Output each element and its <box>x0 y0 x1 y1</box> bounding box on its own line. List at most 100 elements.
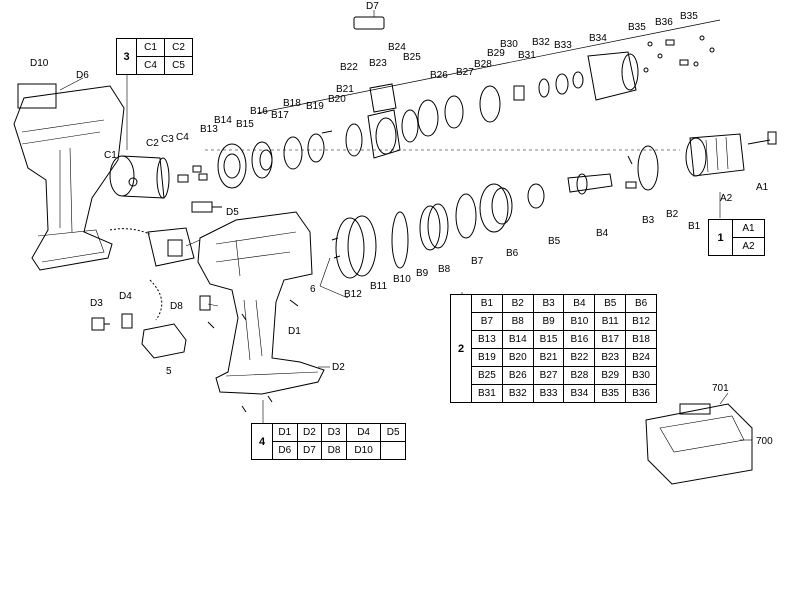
kit-cell: C5 <box>164 56 193 75</box>
part-b22 <box>369 83 397 113</box>
label-b21: B21 <box>336 84 354 95</box>
label-b8: B8 <box>438 264 451 275</box>
kit-cell: B5 <box>594 294 627 313</box>
label-b10: B10 <box>393 274 411 285</box>
part-c3 <box>192 165 202 173</box>
part-b10 <box>391 211 409 269</box>
part-b21-gear-housing <box>367 109 401 159</box>
part-b17 <box>283 136 303 170</box>
label-d6: D6 <box>76 70 89 81</box>
part-c1-motor <box>109 155 170 199</box>
kit-cell: D3 <box>321 423 347 442</box>
kit-cell: B10 <box>563 312 596 331</box>
part-d8 <box>199 295 211 311</box>
label-b23: B23 <box>369 58 387 69</box>
label-b14: B14 <box>214 115 232 126</box>
part-b33 <box>572 71 584 89</box>
label-b15: B15 <box>236 119 254 130</box>
kit-cell: B6 <box>625 294 657 313</box>
part-b3 <box>625 181 637 189</box>
label-b11: B11 <box>370 281 388 292</box>
kit-cell: B21 <box>532 348 565 367</box>
kit-2-table: 2 B1 B2 B3 B4 B5 B6 B7 B8 B9 B10 B11 B12… <box>450 294 657 403</box>
label-b24: B24 <box>388 42 406 53</box>
label-b32: B32 <box>532 37 550 48</box>
kit-4-number: 4 <box>251 423 273 460</box>
label-700: 700 <box>756 436 773 447</box>
label-b4: B4 <box>596 228 609 239</box>
kit-1-table: 1 A1 A2 <box>708 219 765 256</box>
kit-cell: B17 <box>594 330 627 349</box>
label-d7: D7 <box>366 1 379 12</box>
part-b35-b36-pins <box>643 35 715 73</box>
part-b13-ring-gear <box>217 143 247 189</box>
label-b6: B6 <box>506 248 519 259</box>
label-c1: C1 <box>104 150 117 161</box>
part-b6-clutch-ring <box>479 183 513 233</box>
label-c3: C3 <box>161 134 174 145</box>
label-d1: D1 <box>288 326 301 337</box>
kit-cell: C1 <box>136 38 165 57</box>
part-d3 <box>91 317 110 331</box>
part-b28 <box>479 85 501 123</box>
part-b32 <box>555 73 569 95</box>
label-b29: B29 <box>487 48 505 59</box>
kit-cell: D5 <box>380 423 406 442</box>
kit-cell: B7 <box>471 312 503 331</box>
part-d4 <box>121 313 133 329</box>
kit-cell: B25 <box>471 366 503 385</box>
part-b19 <box>321 130 333 134</box>
kit-cell: B28 <box>563 366 596 385</box>
kit-cell: D4 <box>345 423 382 442</box>
part-b20 <box>345 123 363 157</box>
part-b11-ring-gear <box>335 215 377 279</box>
label-b34: B34 <box>589 33 607 44</box>
label-b36: B36 <box>655 17 673 28</box>
label-b28: B28 <box>474 59 492 70</box>
kit-cell: D7 <box>296 441 323 460</box>
part-b1 <box>627 155 633 165</box>
kit-cell: A1 <box>732 219 765 238</box>
kit-cell: C2 <box>164 38 193 57</box>
part-700-case <box>645 403 753 485</box>
label-b5: B5 <box>548 236 561 247</box>
part-b31 <box>538 78 550 98</box>
label-b31: B31 <box>518 50 536 61</box>
kit-cell: B1 <box>471 294 503 313</box>
kit-cell: B20 <box>501 348 534 367</box>
kit-cell: B31 <box>471 384 503 403</box>
kit-3-table: 3 C1 C2 C4 C5 <box>116 38 193 75</box>
kit-cell: B26 <box>501 366 534 385</box>
part-d10-label <box>17 83 57 109</box>
part-a1-screw <box>747 131 777 145</box>
part-b8 <box>427 203 449 249</box>
part-b34-collar <box>587 51 639 101</box>
kit-cell: B16 <box>563 330 596 349</box>
kit-cell: B9 <box>532 312 565 331</box>
label-b35-left: B35 <box>628 22 646 33</box>
part-drill-housing-right <box>197 211 325 395</box>
kit-cell: B8 <box>501 312 534 331</box>
kit-cell: B23 <box>594 348 627 367</box>
label-c4: C4 <box>176 132 189 143</box>
label-b27: B27 <box>456 67 474 78</box>
label-b18: B18 <box>283 98 301 109</box>
part-b12 <box>331 237 341 259</box>
part-b16 <box>259 149 273 171</box>
screw-group <box>207 299 299 413</box>
part-b29 <box>513 85 525 101</box>
kit-cell: D8 <box>321 441 347 460</box>
label-b16: B16 <box>250 106 268 117</box>
label-b13: B13 <box>200 124 218 135</box>
label-b3: B3 <box>642 215 655 226</box>
kit-cell: B34 <box>563 384 596 403</box>
label-b22: B22 <box>340 62 358 73</box>
label-b17: B17 <box>271 110 289 121</box>
label-b9: B9 <box>416 268 429 279</box>
kit-cell: B13 <box>471 330 503 349</box>
kit-cell: B22 <box>563 348 596 367</box>
kit-cell: B30 <box>625 366 657 385</box>
part-b26 <box>417 99 439 137</box>
label-b7: B7 <box>471 256 484 267</box>
